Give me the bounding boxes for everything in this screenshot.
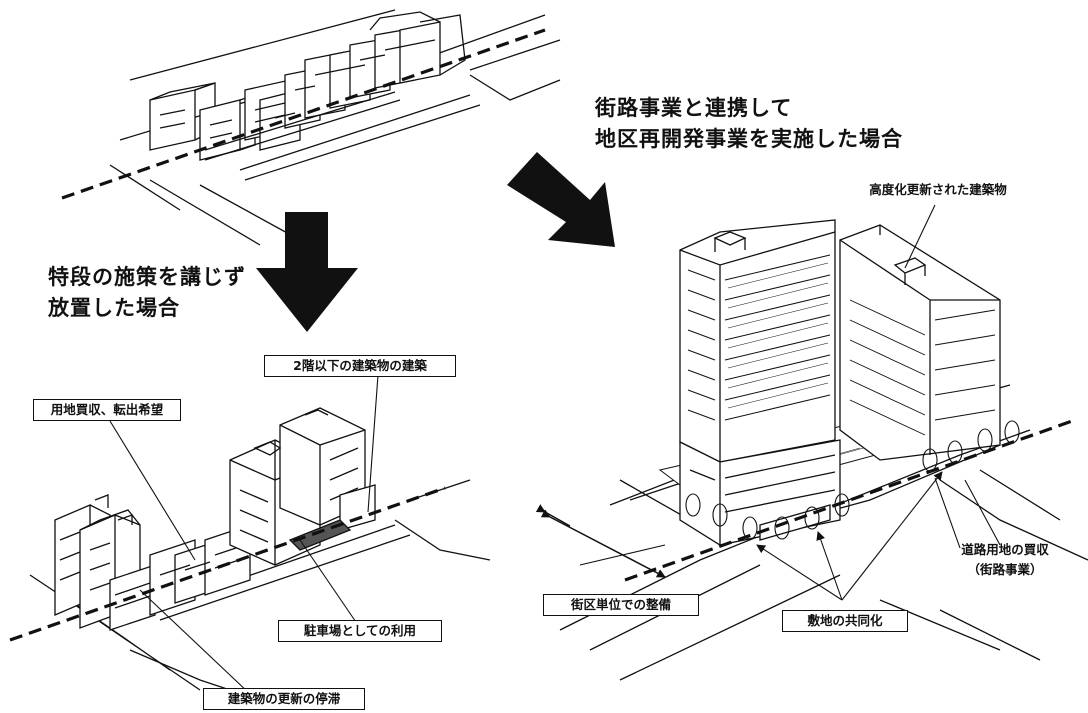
diagonal-arrow-to-redevelopment <box>507 152 615 247</box>
redeveloped-block-scene <box>535 204 1088 681</box>
redevelopment-heading: 街路事業と連携して 地区再開発事業を実施した場合 <box>595 93 903 155</box>
label-low-rise-construction: 2階以下の建築物の建築 <box>264 355 456 377</box>
label-parking-use: 駐車場としての利用 <box>278 620 442 642</box>
redevelopment-heading-line-1: 街路事業と連携して <box>595 96 793 120</box>
neglected-street-scene <box>9 374 491 701</box>
down-arrow-to-neglect <box>256 212 358 332</box>
neglect-heading-line-2: 放置した場合 <box>48 296 180 320</box>
label-land-acquisition-text: 用地買収、転出希望 <box>50 402 164 417</box>
label-block-unit-development: 街区単位での整備 <box>543 594 699 616</box>
label-block-unit-development-text: 街区単位での整備 <box>570 597 671 612</box>
current-street-scene <box>61 9 561 246</box>
label-low-rise-construction-text: 2階以下の建築物の建築 <box>293 358 427 373</box>
label-parking-use-text: 駐車場としての利用 <box>303 623 417 638</box>
label-road-land-purchase-line-1: 道路用地の買収 <box>961 542 1049 557</box>
label-road-land-purchase: 道路用地の買収 （街路事業） <box>930 540 1080 580</box>
label-site-consolidation-text: 敷地の共同化 <box>807 613 883 628</box>
label-upgraded-building: 高度化更新された建築物 <box>838 180 1038 200</box>
redevelopment-heading-line-2: 地区再開発事業を実施した場合 <box>595 127 903 151</box>
label-road-land-purchase-line-2: （街路事業） <box>967 562 1043 577</box>
neglect-heading: 特段の施策を講じず 放置した場合 <box>48 262 246 324</box>
neglect-heading-line-1: 特段の施策を講じず <box>48 265 246 289</box>
label-renewal-stagnation-text: 建築物の更新の停滞 <box>227 691 341 706</box>
label-land-acquisition: 用地買収、転出希望 <box>33 399 181 421</box>
label-site-consolidation: 敷地の共同化 <box>782 610 908 632</box>
label-renewal-stagnation: 建築物の更新の停滞 <box>203 688 365 710</box>
label-upgraded-building-text: 高度化更新された建築物 <box>869 182 1007 197</box>
